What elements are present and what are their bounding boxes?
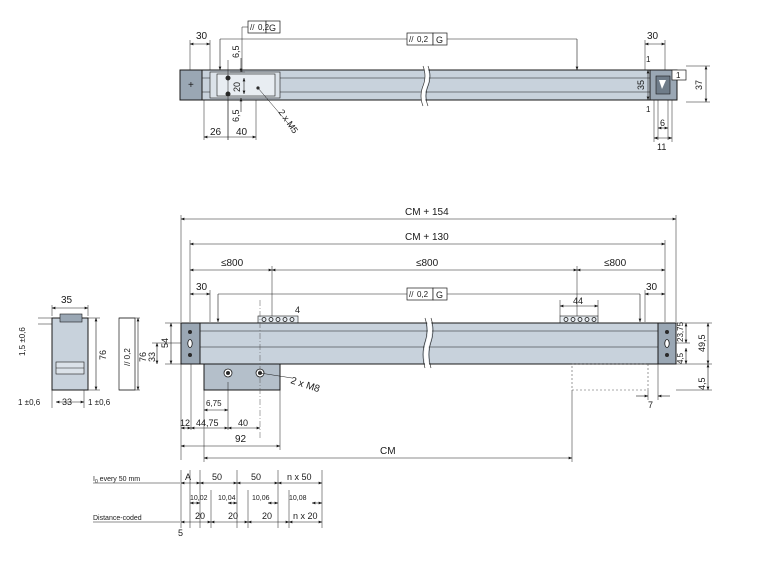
- dim-cm-130: CM + 130: [405, 232, 449, 243]
- dim-le-800-right: ≤800: [604, 258, 627, 269]
- dim-44: 44: [573, 296, 583, 306]
- front-view: CM + 154 CM + 130 ≤800 ≤800 ≤800 30 30 /…: [147, 207, 712, 462]
- reading-head-ghost: [571, 363, 649, 391]
- row1-a: A: [185, 472, 191, 482]
- dim-le-800-middle: ≤800: [416, 258, 439, 269]
- dim-35: 35: [636, 80, 646, 90]
- row1-50-a: 50: [212, 472, 222, 482]
- mid-10-04: 10,04: [218, 495, 236, 502]
- dim-6-75: 6,75: [206, 399, 222, 408]
- svg-text:0,2: 0,2: [258, 23, 270, 32]
- dim-12: 12: [180, 418, 190, 428]
- dim-33: 33: [147, 352, 157, 362]
- ref-label: 1: [676, 71, 681, 80]
- dim-6-5-bottom: 6,5: [231, 109, 241, 122]
- dim-11: 11: [657, 142, 666, 152]
- dim-37: 37: [694, 80, 704, 90]
- top-view: + 1 30 30 // 0,2 G: [179, 20, 710, 152]
- dim-cm-154: CM + 154: [405, 207, 449, 218]
- dim-cm: CM: [380, 446, 396, 457]
- dim-6: 6: [660, 118, 665, 128]
- row1-label: I0 every 50 mm: [93, 476, 140, 485]
- svg-text:0,2: 0,2: [417, 35, 429, 44]
- row1-50-b: 50: [251, 472, 261, 482]
- dim-1-5-side: 1,5 ±0,6: [18, 327, 27, 356]
- dim-le-800-left: ≤800: [221, 258, 244, 269]
- dim-1-b: 1: [646, 105, 651, 114]
- dim-4-5-a: 4,5: [676, 352, 685, 364]
- reading-head-front: [203, 363, 281, 391]
- ref-mark-strip-left: [257, 315, 299, 324]
- tolerance-frame-value: // 0,2: [123, 348, 132, 366]
- dim-30-left-front: 30: [196, 282, 208, 293]
- dim-76-frame: 76: [138, 352, 148, 362]
- thread-m8: 2 x M8: [289, 375, 321, 395]
- dim-40: 40: [236, 127, 248, 138]
- reference-mark-table: I0 every 50 mm A 50 50 n x 50 10,02 10,0…: [93, 470, 323, 538]
- dim-30-left: 30: [196, 31, 208, 42]
- dim-30-right-front: 30: [646, 282, 658, 293]
- tolerance-frame-vertical: 76 // 0,2: [118, 317, 148, 391]
- row2-nx20: n x 20: [293, 511, 318, 521]
- dim-4: 4: [295, 305, 300, 315]
- dim-92: 92: [235, 434, 247, 445]
- mid-10-08: 10,08: [289, 495, 307, 502]
- tolerance-box-front: // 0,2 G: [216, 287, 642, 323]
- tolerance-box-main-top: // 0,2 G: [218, 32, 579, 71]
- svg-text://: //: [409, 290, 414, 299]
- dim-40-front: 40: [238, 418, 248, 428]
- dim-6-5-top: 6,5: [231, 45, 241, 58]
- dim-33-side: 33: [62, 397, 72, 407]
- dim-35-side: 35: [61, 295, 73, 306]
- svg-text:0,2: 0,2: [417, 290, 429, 299]
- dim-4-5-b: 4,5: [697, 377, 707, 390]
- svg-text:G: G: [436, 35, 443, 45]
- thread-m5: 2 x M5: [276, 107, 300, 135]
- dim-20: 20: [232, 82, 242, 92]
- dim-1-a: 1: [646, 55, 651, 64]
- dim-5: 5: [178, 528, 183, 538]
- row2-20-c: 20: [262, 511, 272, 521]
- svg-text://: //: [409, 35, 414, 44]
- svg-text://: //: [250, 23, 255, 32]
- row2-label: Distance-coded: [93, 515, 142, 522]
- row2-20-b: 20: [228, 511, 238, 521]
- row2-20-a: 20: [195, 511, 205, 521]
- side-view: 35 76 1,5 ±0,6 1 ±0,6 33 1 ±0,6: [18, 295, 111, 408]
- dim-1-left-side: 1 ±0,6: [18, 398, 41, 407]
- mid-10-02: 10,02: [190, 495, 208, 502]
- dim-23-75: 23,75: [676, 321, 685, 342]
- dim-76-side: 76: [98, 350, 108, 360]
- end-block-left: [179, 69, 203, 101]
- profile-section: [51, 317, 89, 391]
- dim-26: 26: [210, 127, 222, 138]
- center-mark: +: [188, 80, 194, 91]
- dim-1-right-side: 1 ±0,6: [88, 398, 111, 407]
- dim-7: 7: [648, 400, 653, 410]
- row1-nx50: n x 50: [287, 472, 312, 482]
- ref-label-box: [671, 69, 687, 81]
- svg-text:G: G: [269, 23, 276, 33]
- tolerance-box-small: // 0,2 G: [241, 20, 281, 72]
- mid-10-06: 10,06: [252, 495, 270, 502]
- dim-49-5: 49,5: [697, 334, 707, 352]
- dim-30-right: 30: [647, 31, 659, 42]
- dim-44-75: 44,75: [196, 418, 219, 428]
- svg-text:G: G: [436, 290, 443, 300]
